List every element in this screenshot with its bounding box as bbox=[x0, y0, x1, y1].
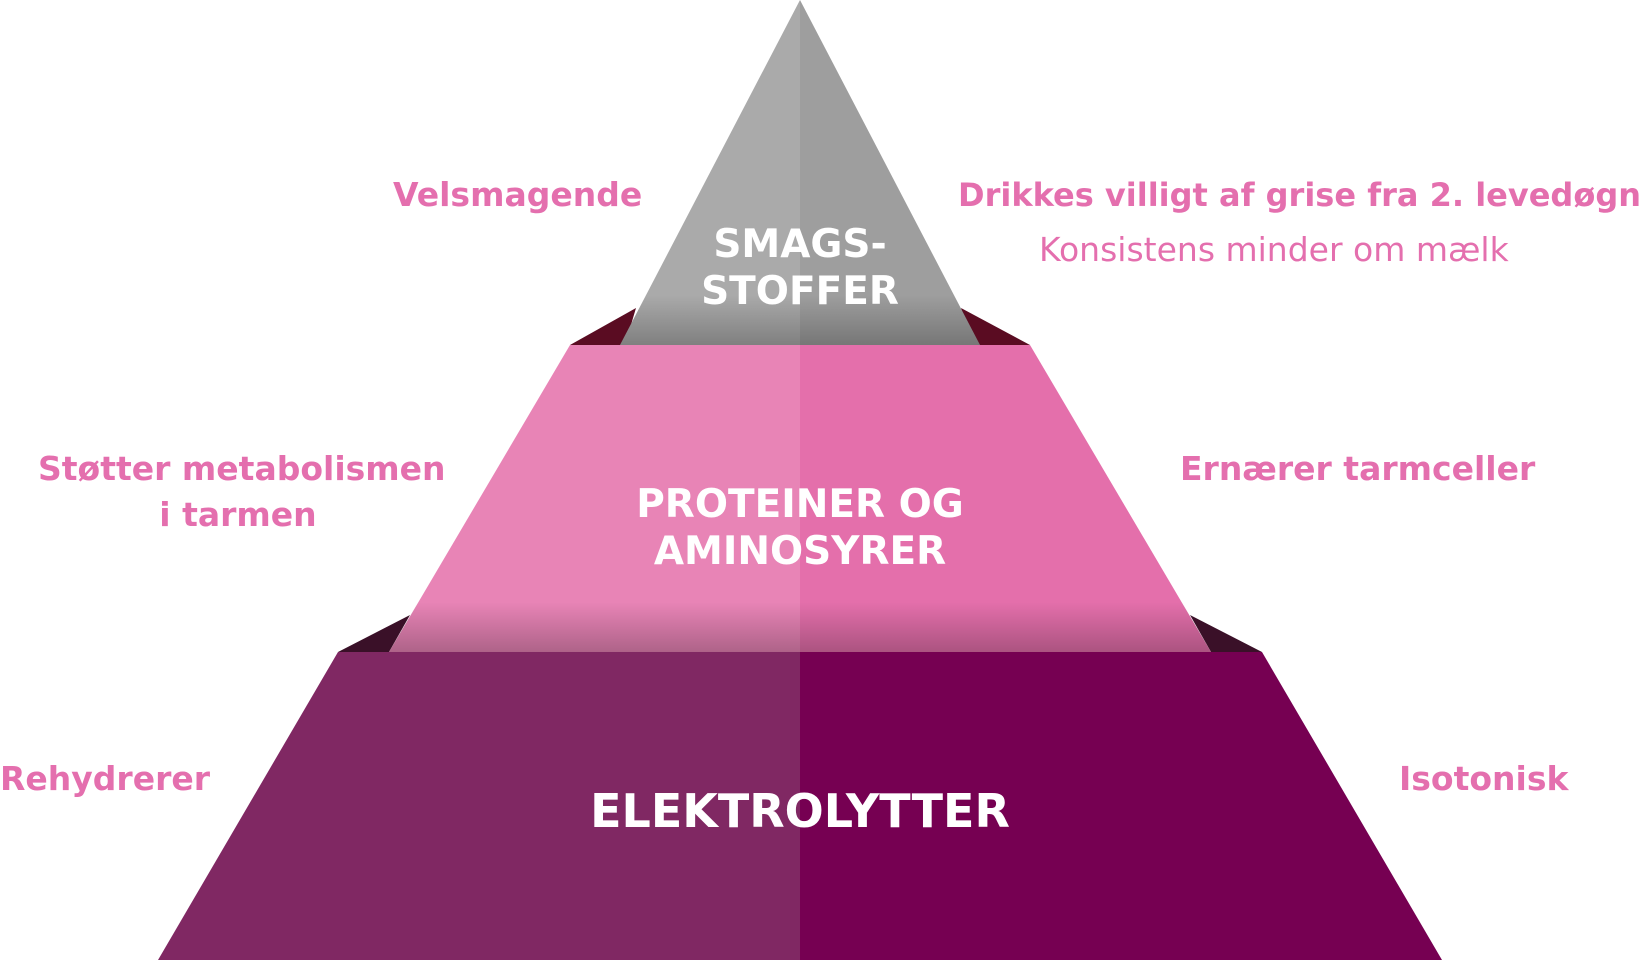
middle-ledge-left bbox=[338, 615, 410, 652]
middle-tier-left bbox=[389, 345, 800, 652]
middle-tier-label: PROTEINER OG AMINOSYRER bbox=[550, 482, 1050, 576]
bottom-tier-right bbox=[800, 652, 1442, 960]
middle-tier-label-line1: PROTEINER OG bbox=[636, 482, 964, 527]
top-tier-label: SMAGS- STOFFER bbox=[650, 222, 950, 316]
middle-ledge-right bbox=[1190, 615, 1262, 652]
middle-tier-shade bbox=[389, 602, 1211, 652]
top-tier-shade bbox=[620, 295, 980, 345]
annotation-middle-right: Ernærer tarmceller bbox=[1180, 449, 1536, 488]
annotation-bottom-left: Rehydrerer bbox=[0, 759, 211, 798]
top-tier-right bbox=[800, 0, 980, 345]
annotation-middle-left: Støtter metabolismen i tarmen bbox=[38, 446, 446, 538]
middle-tier-label-line2: AMINOSYRER bbox=[653, 528, 947, 574]
annotation-top-right-1: Drikkes villigt af grise fra 2. levedøgn bbox=[958, 176, 1641, 214]
annotation-middle-left-line1: Støtter metabolismen bbox=[38, 449, 446, 488]
annotation-top-right-2: Konsistens minder om mælk bbox=[1039, 230, 1509, 269]
top-tier-label-line1: SMAGS- bbox=[713, 222, 887, 267]
bottom-tier-label-text: ELEKTROLYTTER bbox=[590, 784, 1010, 838]
top-tier-left bbox=[620, 0, 800, 345]
bottom-tier-label: ELEKTROLYTTER bbox=[500, 784, 1100, 839]
annotation-middle-left-line2: i tarmen bbox=[159, 495, 317, 534]
top-tier-label-line2: STOFFER bbox=[701, 268, 899, 314]
middle-tier-right bbox=[800, 345, 1211, 652]
annotation-top-left: Velsmagende bbox=[393, 175, 643, 214]
top-ledge-left bbox=[570, 308, 636, 345]
annotation-bottom-right: Isotonisk bbox=[1399, 759, 1569, 798]
pyramid-diagram bbox=[158, 0, 1442, 960]
top-ledge-right bbox=[961, 308, 1030, 345]
bottom-tier-left bbox=[158, 652, 800, 960]
